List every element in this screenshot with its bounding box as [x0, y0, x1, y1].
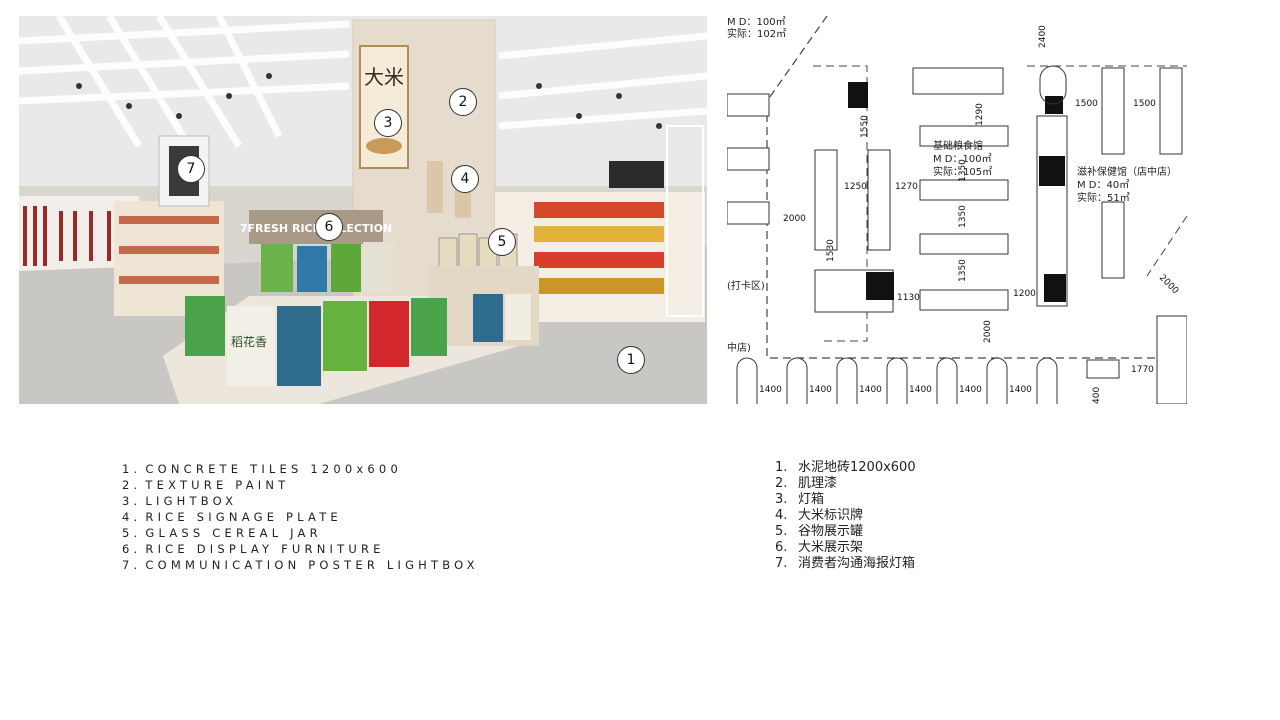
legend-item: 7.COMMUNICATION POSTER LIGHTBOX [122, 557, 479, 573]
dim-label: 1400 [1009, 385, 1032, 395]
plan-health-md: M D：40㎡ [1077, 179, 1129, 191]
legend-item: 2.TEXTURE PAINT [122, 477, 479, 493]
marker-4: 4 [451, 165, 479, 193]
dim-label: 1250 [844, 182, 867, 192]
legend-number: 1. [122, 462, 142, 476]
legend-label: RICE SIGNAGE PLATE [145, 510, 342, 524]
legend-number: 2. [122, 478, 142, 492]
marker-2: 2 [449, 88, 477, 116]
dim-label: 1400 [959, 385, 982, 395]
legend-label: TEXTURE PAINT [145, 478, 290, 492]
legend-item: 4. 大米标识牌 [775, 508, 916, 524]
dim-label: 1350 [958, 159, 968, 182]
plan-zone-actual: 实际：105㎡ [933, 165, 992, 178]
legend-number: 1. [775, 460, 788, 475]
legend-number: 6. [122, 542, 142, 556]
plan-zone-label: 基础粮食馆 [933, 139, 983, 152]
dim-label: 1400 [859, 385, 882, 395]
marker-1: 1 [617, 346, 645, 374]
legend-number: 4. [122, 510, 142, 524]
rendering-illustration: 大米 7FRESH RICE SELECTION [19, 16, 707, 404]
legend-number: 7. [775, 556, 788, 571]
dim-label: 1500 [1075, 99, 1098, 109]
dim-label: 1550 [860, 115, 870, 138]
dim-label: 1350 [958, 259, 968, 282]
marker-6: 6 [315, 213, 343, 241]
legend-number: 3. [122, 494, 142, 508]
legend-item: 5.GLASS CEREAL JAR [122, 525, 479, 541]
rice-bag-label: 稻花香 [231, 334, 267, 349]
legend-label: 灯箱 [798, 492, 825, 507]
legend-number: 6. [775, 540, 788, 555]
legend-label: CONCRETE TILES 1200x600 [145, 462, 402, 476]
dim-label: 2000 [983, 320, 993, 343]
legend-number: 5. [122, 526, 142, 540]
legend-label: LIGHTBOX [145, 494, 238, 508]
plan-dimensions: 2400 1500 1500 1550 1290 1250 1270 1350 … [759, 25, 1180, 404]
dim-label: 1130 [897, 293, 920, 303]
legend-label: RICE DISPLAY FURNITURE [145, 542, 385, 556]
legend-label: 肌理漆 [798, 476, 838, 491]
legend-label: 消费者沟通海报灯箱 [798, 556, 916, 571]
legend-label: 水泥地砖1200x600 [798, 460, 916, 475]
legend-item: 7. 消费者沟通海报灯箱 [775, 556, 916, 572]
marker-7: 7 [177, 155, 205, 183]
legend-label: 大米展示架 [798, 540, 864, 555]
legend-number: 5. [775, 524, 788, 539]
legend-item: 1. 水泥地砖1200x600 [775, 460, 916, 476]
legend-english: 1.CONCRETE TILES 1200x600 2.TEXTURE PAIN… [122, 461, 479, 573]
legend-label: GLASS CEREAL JAR [145, 526, 322, 540]
legend-label: 大米标识牌 [798, 508, 864, 523]
legend-item: 3. 灯箱 [775, 492, 916, 508]
legend-label: COMMUNICATION POSTER LIGHTBOX [145, 558, 479, 572]
plan-checkin-label: (打卡区) [727, 279, 765, 292]
plan-actual-top: 实际：102㎡ [727, 27, 786, 40]
dim-label: 1270 [895, 182, 918, 192]
dim-label: 400 [1092, 387, 1102, 404]
marker-3: 3 [374, 109, 402, 137]
dim-label: 1770 [1131, 365, 1154, 375]
legend-number: 3. [775, 492, 788, 507]
floor-plan-drawing: M D：100㎡ 实际：102㎡ [727, 16, 1187, 404]
dim-label: 1530 [826, 239, 836, 262]
dim-label: 1290 [975, 103, 985, 126]
plan-zone-md: M D：100㎡ [933, 153, 992, 165]
dim-label: 2000 [1157, 273, 1180, 296]
plan-health-actual: 实际：51㎡ [1077, 191, 1130, 204]
marker-5: 5 [488, 228, 516, 256]
dim-label: 1500 [1133, 99, 1156, 109]
plan-health-label: 滋补保健馆（店中店） [1077, 165, 1177, 178]
dim-label: 1400 [759, 385, 782, 395]
plan-md-top: M D：100㎡ [727, 16, 786, 28]
legend-number: 2. [775, 476, 788, 491]
floor-plan-svg: M D：100㎡ 实际：102㎡ [727, 16, 1187, 404]
legend-item: 1.CONCRETE TILES 1200x600 [122, 461, 479, 477]
dim-label: 2400 [1038, 25, 1048, 48]
legend-label: 谷物展示罐 [798, 524, 864, 539]
legend-item: 5. 谷物展示罐 [775, 524, 916, 540]
dim-label: 1350 [958, 205, 968, 228]
legend-number: 4. [775, 508, 788, 523]
store-rendering-image: 大米 7FRESH RICE SELECTION [19, 16, 707, 404]
legend-item: 2. 肌理漆 [775, 476, 916, 492]
dim-label: 1400 [809, 385, 832, 395]
dim-label: 1400 [909, 385, 932, 395]
legend-item: 4.RICE SIGNAGE PLATE [122, 509, 479, 525]
dim-label: 2000 [783, 214, 806, 224]
legend-chinese: 1. 水泥地砖1200x600 2. 肌理漆 3. 灯箱 4. 大米标识牌 5. 谷物展示… [775, 460, 916, 572]
plan-left-note: 中店) [727, 341, 751, 354]
dim-label: 1200 [1013, 289, 1036, 299]
legend-item: 6. 大米展示架 [775, 540, 916, 556]
rice-sign-text: 大米 [364, 65, 404, 89]
legend-item: 3.LIGHTBOX [122, 493, 479, 509]
legend-number: 7. [122, 558, 142, 572]
legend-item: 6.RICE DISPLAY FURNITURE [122, 541, 479, 557]
